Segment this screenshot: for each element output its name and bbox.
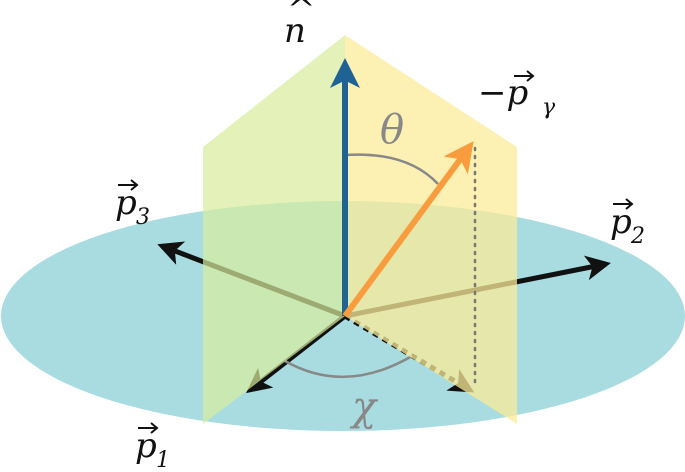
photon-label: −p γ xyxy=(478,70,556,120)
vector-arrow-icon xyxy=(613,198,634,210)
p2-label: p 2 xyxy=(610,198,645,249)
chi-label: χ xyxy=(349,384,379,430)
normal-label: n ^ xyxy=(284,0,316,51)
svg-text:1: 1 xyxy=(156,448,170,472)
chi-angle-arc xyxy=(284,354,413,378)
svg-text:n: n xyxy=(284,11,306,51)
p1-arrow xyxy=(246,314,347,394)
photon-arrow xyxy=(342,141,474,318)
svg-text:p: p xyxy=(135,426,157,466)
vector-arrow-icon xyxy=(138,422,159,434)
svg-text:γ: γ xyxy=(542,95,556,120)
svg-text:p: p xyxy=(610,202,632,242)
p3-label: p 3 xyxy=(115,179,150,230)
p1-label: p 1 xyxy=(135,422,170,472)
vector-arrow-icon xyxy=(118,179,139,191)
theta-angle-arc xyxy=(344,153,439,185)
svg-text:3: 3 xyxy=(136,205,150,230)
svg-text:^: ^ xyxy=(287,0,316,30)
theta-label: θ xyxy=(380,107,404,153)
svg-text:−p: −p xyxy=(478,73,528,113)
left-half-plane xyxy=(203,35,345,424)
svg-text:p: p xyxy=(115,183,137,223)
vector-arrow-icon xyxy=(514,70,535,82)
svg-text:2: 2 xyxy=(630,224,645,249)
